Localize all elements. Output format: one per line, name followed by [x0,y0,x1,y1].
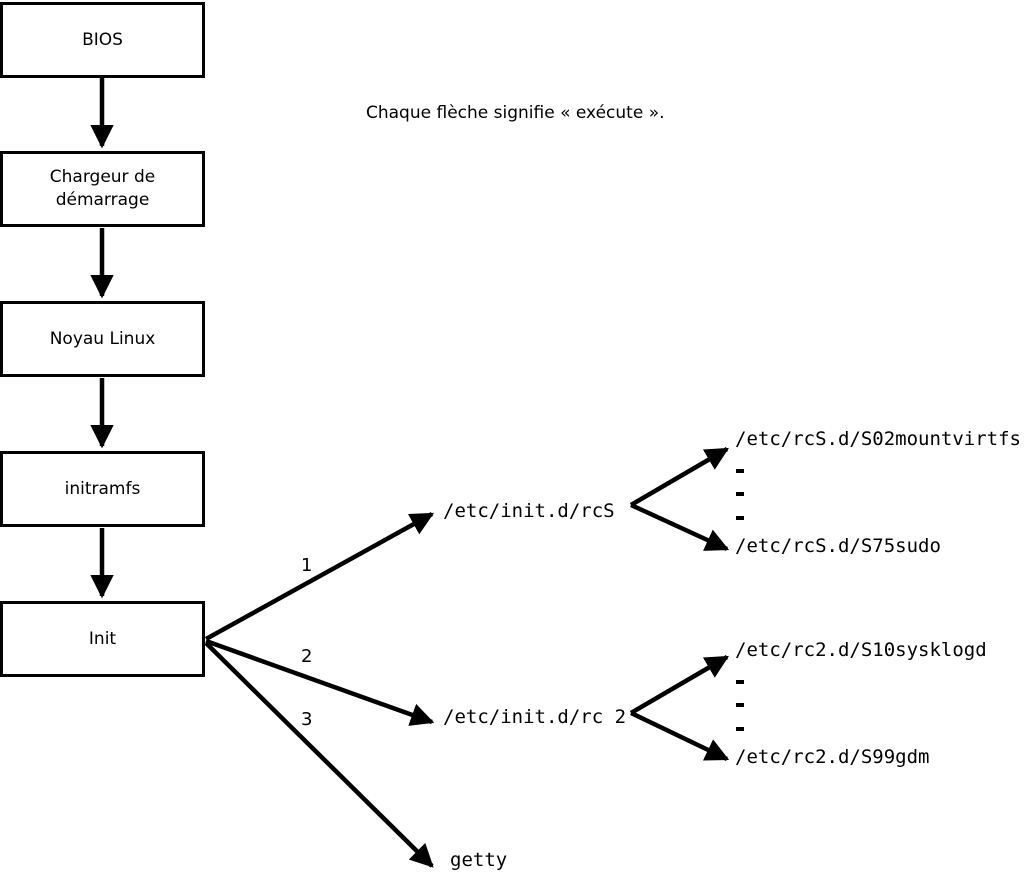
process-box-initramfs[interactable]: initramfs [0,451,205,527]
process-box-bios[interactable]: BIOS [0,2,205,78]
branch-number-2: 2 [301,646,313,667]
process-box-bootloader[interactable]: Chargeur de démarrage [0,151,205,227]
branch-number-1: 1 [301,555,313,576]
script-label-getty[interactable]: getty [450,849,508,871]
script-label-rcs[interactable]: /etc/init.d/rcS [443,500,615,522]
ellipsis-dot-rc2-3 [736,727,744,731]
ellipsis-dot-rcs-1 [736,469,744,473]
arrow-init-to-rcs [204,512,435,641]
script-label-rcs-last[interactable]: /etc/rcS.d/S75sudo [735,535,941,557]
script-label-rc2-last[interactable]: /etc/rc2.d/S99gdm [735,746,930,768]
script-label-rcs-first[interactable]: /etc/rcS.d/S02mountvirtfs [735,428,1021,450]
ellipsis-dot-rc2-1 [736,680,744,684]
process-box-init[interactable]: Init [0,601,205,677]
ellipsis-dot-rcs-3 [736,516,744,520]
branch-number-3: 3 [301,709,313,730]
arrow-rc2-to-last-script [630,710,730,762]
script-label-rc2[interactable]: /etc/init.d/rc 2 [443,706,627,728]
arrow-rcs-to-last-script [630,502,730,552]
arrow-rc2-to-first-script [629,655,730,715]
process-box-kernel[interactable]: Noyau Linux [0,301,205,377]
legend-note: Chaque flèche signifie « exécute ». [366,103,665,123]
ellipsis-dot-rcs-2 [736,492,744,496]
arrow-init-to-getty [204,641,434,868]
script-label-rc2-first[interactable]: /etc/rc2.d/S10sysklogd [735,639,987,661]
arrow-init-to-rc2 [205,638,435,726]
ellipsis-dot-rc2-2 [736,703,744,707]
arrow-rcs-to-first-script [629,447,730,507]
